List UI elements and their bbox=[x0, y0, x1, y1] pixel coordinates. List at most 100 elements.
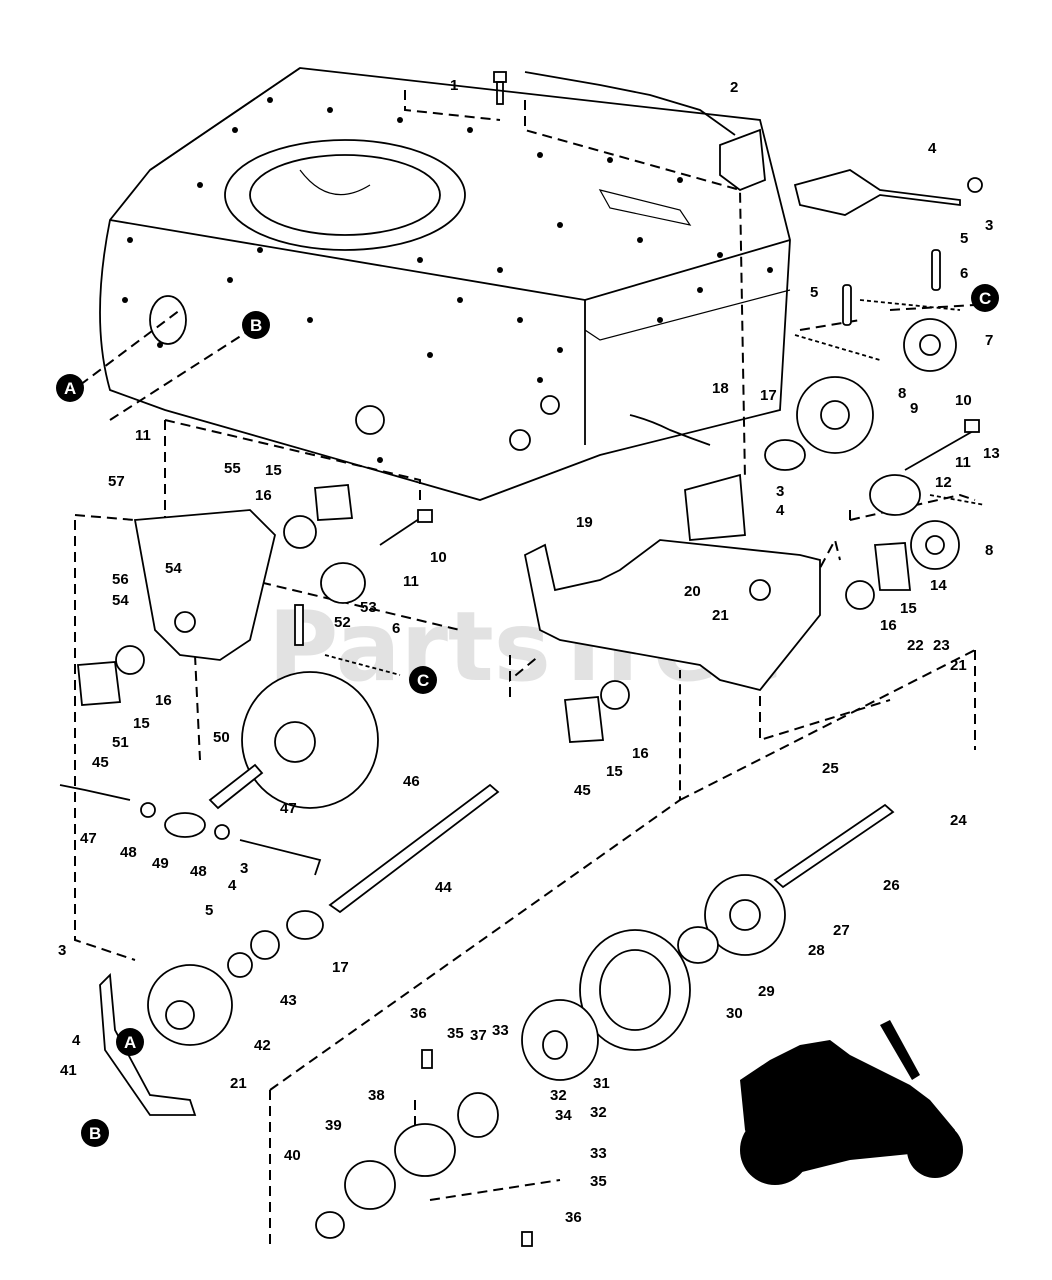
part-label: 9 bbox=[910, 400, 918, 417]
part-label: 46 bbox=[403, 773, 420, 790]
svg-text:B: B bbox=[250, 316, 262, 335]
callout-b: B bbox=[242, 311, 270, 339]
part-label: 10 bbox=[955, 392, 972, 409]
part-label: 3 bbox=[240, 860, 248, 877]
part-label: 32 bbox=[590, 1104, 607, 1121]
part-label: 29 bbox=[758, 983, 775, 1000]
callout-b-2: B bbox=[81, 1119, 109, 1147]
part-label: 11 bbox=[403, 573, 419, 590]
part-label: 6 bbox=[960, 265, 968, 282]
part-label: 2 bbox=[730, 79, 738, 96]
part-label: 45 bbox=[574, 782, 591, 799]
part-label: 15 bbox=[133, 715, 150, 732]
part-label: 15 bbox=[265, 462, 282, 479]
part-label: 52 bbox=[334, 614, 351, 631]
part-label: 5 bbox=[960, 230, 968, 247]
part-label: 49 bbox=[152, 855, 169, 872]
part-label: 10 bbox=[430, 549, 447, 566]
callouts: A B C C A B bbox=[56, 284, 999, 1147]
part-label: 55 bbox=[224, 460, 241, 477]
svg-text:C: C bbox=[417, 671, 429, 690]
part-label: 16 bbox=[255, 487, 272, 504]
part-label: 14 bbox=[930, 577, 947, 594]
part-label: 21 bbox=[230, 1075, 247, 1092]
part-label: 4 bbox=[928, 140, 937, 157]
part-label: 4 bbox=[228, 877, 237, 894]
part-label: 36 bbox=[410, 1005, 427, 1022]
part-label: 16 bbox=[155, 692, 172, 709]
part-label: 30 bbox=[726, 1005, 743, 1022]
part-label: 57 bbox=[108, 473, 125, 490]
part-label: 23 bbox=[933, 637, 950, 654]
parts bbox=[59, 71, 986, 1247]
part-label: 11 bbox=[135, 427, 151, 444]
part-label: 43 bbox=[280, 992, 297, 1009]
part-label: 56 bbox=[112, 571, 129, 588]
part-label: 40 bbox=[284, 1147, 301, 1164]
part-label: 36 bbox=[565, 1209, 582, 1226]
svg-text:A: A bbox=[64, 379, 76, 398]
part-label: 20 bbox=[684, 583, 701, 600]
part-label: 50 bbox=[213, 729, 230, 746]
part-label: 4 bbox=[776, 502, 785, 519]
part-label: 3 bbox=[776, 483, 784, 500]
part-label: 24 bbox=[950, 812, 967, 829]
part-label: 34 bbox=[555, 1107, 572, 1124]
svg-text:A: A bbox=[124, 1033, 136, 1052]
part-label: 39 bbox=[325, 1117, 342, 1134]
part-label: 31 bbox=[593, 1075, 610, 1092]
part-label: 11 bbox=[955, 454, 971, 471]
part-label: 47 bbox=[280, 800, 297, 817]
part-label: 13 bbox=[983, 445, 1000, 462]
part-label: 16 bbox=[880, 617, 897, 634]
part-label: 3 bbox=[58, 942, 66, 959]
callout-a-2: A bbox=[116, 1028, 144, 1056]
part-label: 12 bbox=[935, 474, 952, 491]
part-label: 19 bbox=[576, 514, 593, 531]
part-label: 21 bbox=[712, 607, 729, 624]
part-label: 26 bbox=[883, 877, 900, 894]
part-label: 41 bbox=[60, 1062, 77, 1079]
part-label: 33 bbox=[492, 1022, 509, 1039]
part-label: 7 bbox=[985, 332, 993, 349]
part-label: 54 bbox=[165, 560, 182, 577]
part-label: 17 bbox=[760, 387, 777, 404]
part-label: 35 bbox=[590, 1173, 607, 1190]
part-label: 35 bbox=[447, 1025, 464, 1042]
part-label: 8 bbox=[898, 385, 906, 402]
part-label: 47 bbox=[80, 830, 97, 847]
part-label: 53 bbox=[360, 599, 377, 616]
part-label: 15 bbox=[900, 600, 917, 617]
callout-c-2: C bbox=[409, 666, 437, 694]
part-label: 18 bbox=[712, 380, 729, 397]
part-label: 25 bbox=[822, 760, 839, 777]
part-label: 17 bbox=[332, 959, 349, 976]
part-label: 51 bbox=[112, 734, 129, 751]
svg-text:B: B bbox=[89, 1124, 101, 1143]
part-label: 45 bbox=[92, 754, 109, 771]
frame-housing bbox=[99, 67, 791, 501]
part-label: 4 bbox=[72, 1032, 81, 1049]
part-label: 38 bbox=[368, 1087, 385, 1104]
part-label: 15 bbox=[606, 763, 623, 780]
part-label: 5 bbox=[810, 284, 818, 301]
tractor-silhouette bbox=[740, 1020, 963, 1185]
part-label: 54 bbox=[112, 592, 129, 609]
part-label: 48 bbox=[120, 844, 137, 861]
part-label: 44 bbox=[435, 879, 452, 896]
part-label: 6 bbox=[392, 620, 400, 637]
svg-text:C: C bbox=[979, 289, 991, 308]
part-label: 32 bbox=[550, 1087, 567, 1104]
callout-c: C bbox=[971, 284, 999, 312]
part-label: 28 bbox=[808, 942, 825, 959]
part-label: 16 bbox=[632, 745, 649, 762]
callout-a: A bbox=[56, 374, 84, 402]
part-label: 22 bbox=[907, 637, 924, 654]
part-label: 5 bbox=[205, 902, 213, 919]
part-label: 42 bbox=[254, 1037, 271, 1054]
part-labels: 1 2 3 4 5 5 6 7 8 9 10 11 13 12 8 14 15 … bbox=[58, 77, 1000, 1226]
part-label: 1 bbox=[450, 77, 458, 94]
part-label: 48 bbox=[190, 863, 207, 880]
part-label: 27 bbox=[833, 922, 850, 939]
